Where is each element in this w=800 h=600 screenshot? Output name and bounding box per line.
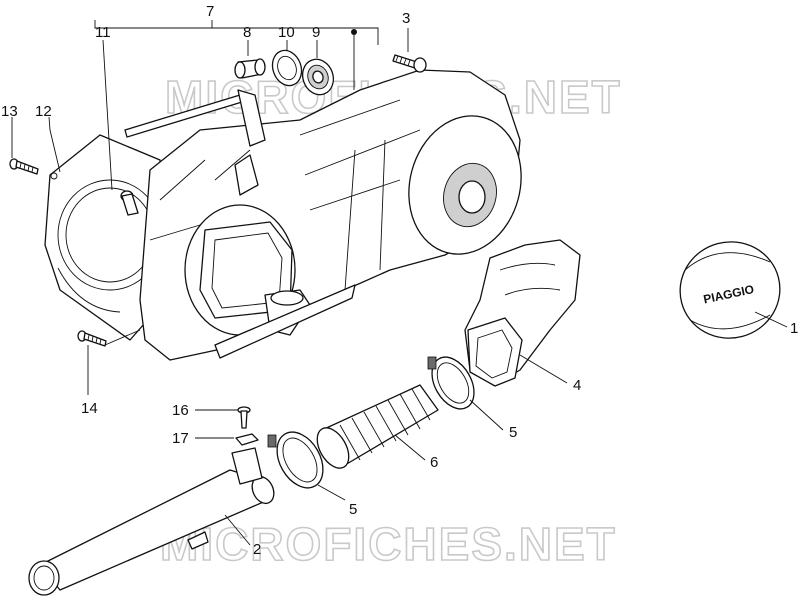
callout-5-right: 5 (509, 424, 517, 441)
part-8-pin (234, 58, 266, 79)
part-16-small-screw (237, 406, 251, 429)
part-1-cover-cap: PIAGGIO (679, 241, 781, 339)
bullet-dot (351, 29, 357, 35)
callout-7: 7 (206, 3, 214, 20)
callout-3: 3 (402, 10, 410, 27)
part-11-bushing (120, 190, 139, 216)
part-13-screw (9, 158, 39, 175)
part-10-seal-ring (271, 49, 303, 87)
callout-11: 11 (95, 24, 111, 41)
callout-1: 1 (790, 320, 798, 337)
callout-12: 12 (35, 103, 52, 120)
part-4-air-duct (464, 239, 581, 387)
callout-14: 14 (81, 400, 98, 417)
watermark-bottom: MICROFICHES.NET (160, 518, 617, 570)
leader-lines (11, 20, 788, 546)
callout-6: 6 (430, 454, 438, 471)
callout-13: 13 (1, 103, 18, 120)
callout-2: 2 (253, 541, 261, 558)
part-5-hose-clamp-right (427, 356, 475, 410)
part-17-clip (235, 433, 259, 446)
callout-16: 16 (172, 402, 189, 419)
part-6-corrugated-hose (316, 384, 439, 469)
part-9-bearing (301, 58, 335, 96)
part-2-intake-tube (28, 447, 275, 596)
callout-4: 4 (573, 377, 581, 394)
callout-10: 10 (278, 24, 295, 41)
part-5-hose-clamp-left (267, 431, 324, 489)
callout-8: 8 (243, 24, 251, 41)
part-7-transmission-cover (139, 69, 522, 361)
part-14-screw (77, 330, 107, 347)
callout-17: 17 (172, 430, 189, 447)
part-3-bolt (392, 54, 427, 73)
callout-5-left: 5 (349, 501, 357, 518)
part-7-bracket-strip (124, 89, 266, 147)
callout-9: 9 (312, 24, 320, 41)
